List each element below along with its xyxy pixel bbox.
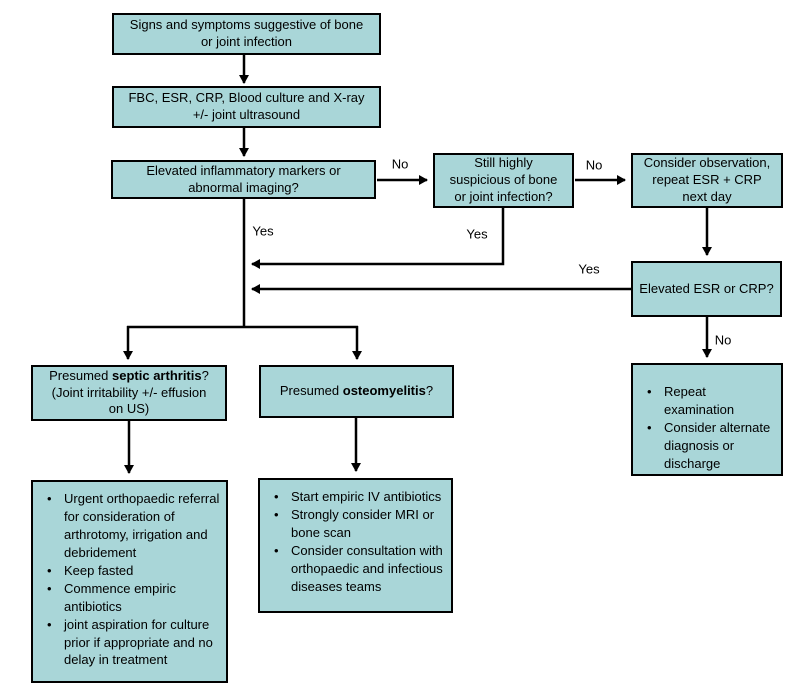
arrow-suspicious-yes-to-mainline bbox=[251, 208, 505, 269]
septic-management-list: Urgent orthopaedic referral for consider… bbox=[45, 490, 220, 669]
box-elevated-esr-crp-text: Elevated ESR or CRP? bbox=[639, 280, 774, 296]
box-presumed-osteomyelitis: Presumed osteomyelitis? bbox=[259, 365, 454, 418]
box-consider-observation: Consider observation, repeat ESR + CRP n… bbox=[631, 153, 783, 208]
box-septic-arthritis-management: Urgent orthopaedic referral for consider… bbox=[31, 480, 228, 683]
edge-label-no-markers: No bbox=[391, 156, 409, 172]
list-item: Commence empiric antibiotics bbox=[45, 580, 220, 616]
edge-label-no-esr: No bbox=[714, 332, 732, 348]
list-item: Consider alternate diagnosis or discharg… bbox=[645, 419, 775, 473]
box-repeat-exam: Repeat examination Consider alternate di… bbox=[631, 363, 783, 476]
osteo-management-list: Start empiric IV antibiotics Strongly co… bbox=[272, 488, 445, 596]
septic-arthritis-suffix: ? (Joint irritability +/- effusion on US… bbox=[51, 367, 209, 417]
box-presumed-osteomyelitis-text: Presumed osteomyelitis? bbox=[280, 383, 433, 400]
list-item: Urgent orthopaedic referral for consider… bbox=[45, 490, 220, 562]
edge-label-no-suspicious: No bbox=[585, 157, 603, 173]
box-signs-symptoms: Signs and symptoms suggestive of bone or… bbox=[112, 13, 381, 55]
septic-arthritis-prefix: Presumed bbox=[49, 367, 113, 383]
box-initial-workup-text: FBC, ESR, CRP, Blood culture and X-ray +… bbox=[128, 90, 365, 122]
osteomyelitis-bold: osteomyelitis bbox=[342, 383, 426, 399]
list-item: Start empiric IV antibiotics bbox=[272, 488, 445, 506]
osteomyelitis-suffix: ? bbox=[425, 383, 434, 399]
box-osteomyelitis-management: Start empiric IV antibiotics Strongly co… bbox=[258, 478, 453, 613]
list-item: Keep fasted bbox=[45, 562, 220, 580]
box-elevated-markers-text: Elevated inflammatory markers or abnorma… bbox=[146, 162, 341, 195]
list-item: Repeat examination bbox=[645, 383, 775, 419]
box-elevated-esr-crp: Elevated ESR or CRP? bbox=[631, 261, 782, 317]
edge-label-yes-suspicious: Yes bbox=[466, 226, 488, 242]
box-presumed-septic-arthritis: Presumed septic arthritis? (Joint irrita… bbox=[31, 365, 227, 421]
osteomyelitis-prefix: Presumed bbox=[279, 383, 343, 399]
box-initial-workup: FBC, ESR, CRP, Blood culture and X-ray +… bbox=[112, 86, 381, 128]
edge-label-yes-markers: Yes bbox=[252, 223, 274, 239]
box-signs-symptoms-text: Signs and symptoms suggestive of bone or… bbox=[129, 17, 364, 49]
box-still-suspicious: Still highly suspicious of bone or joint… bbox=[433, 153, 574, 208]
box-consider-observation-text: Consider observation, repeat ESR + CRP n… bbox=[643, 155, 771, 204]
list-item: joint aspiration for culture prior if ap… bbox=[45, 616, 220, 670]
edge-label-yes-esr: Yes bbox=[578, 261, 600, 277]
repeat-exam-list: Repeat examination Consider alternate di… bbox=[645, 383, 775, 473]
box-presumed-septic-arthritis-text: Presumed septic arthritis? (Joint irrita… bbox=[49, 368, 209, 419]
list-item: Consider consultation with orthopaedic a… bbox=[272, 542, 445, 596]
septic-arthritis-bold: septic arthritis bbox=[112, 367, 202, 383]
list-item: Strongly consider MRI or bone scan bbox=[272, 506, 445, 542]
box-elevated-markers: Elevated inflammatory markers or abnorma… bbox=[111, 160, 376, 199]
box-still-suspicious-text: Still highly suspicious of bone or joint… bbox=[449, 155, 558, 204]
